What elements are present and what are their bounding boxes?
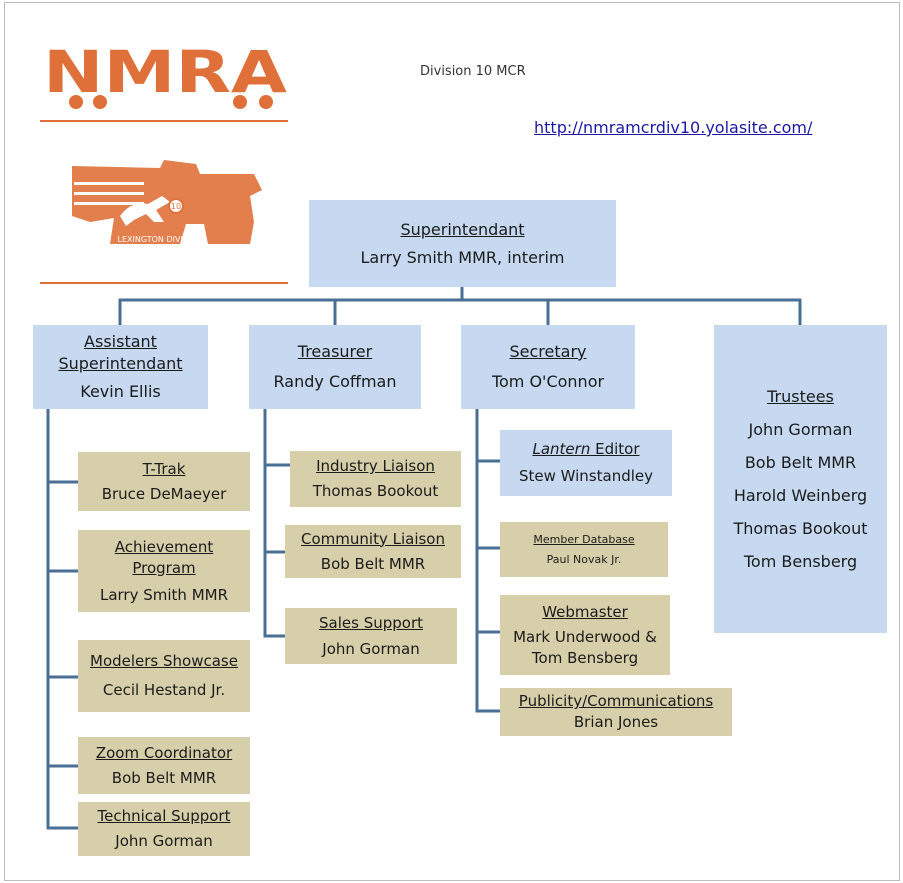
lantern-word: Lantern xyxy=(532,440,591,458)
role-title-line1: Achievement xyxy=(114,537,214,556)
role-name: Paul Novak Jr. xyxy=(546,552,622,566)
role-title: Technical Support xyxy=(97,807,231,825)
role-title: Industry Liaison xyxy=(316,457,435,475)
lexington-division-logo: 10 LEXINGTON DIVISION xyxy=(40,160,288,284)
role-title: Webmaster xyxy=(542,602,628,621)
trustee-member: Tom Bensberg xyxy=(743,552,858,571)
sales-support-box: Sales Support John Gorman xyxy=(285,608,457,664)
role-title: Zoom Coordinator xyxy=(95,743,233,762)
treasurer-box: Treasurer Randy Coffman xyxy=(249,325,421,409)
page-frame xyxy=(4,2,900,881)
role-name: Thomas Bookout xyxy=(312,482,439,500)
role-name: Stew Winstandley xyxy=(518,467,654,485)
trustees-title: Trustees xyxy=(767,387,834,406)
trustee-member: Bob Belt MMR xyxy=(744,453,857,472)
role-title: Lantern Editor xyxy=(532,439,639,460)
treasurer-title: Treasurer xyxy=(297,342,373,361)
role-name-line1: Mark Underwood & xyxy=(513,627,657,646)
role-name-line2: Tom Bensberg xyxy=(531,648,639,667)
industry-liaison-box: Industry Liaison Thomas Bookout xyxy=(290,451,461,507)
trustee-member: John Gorman xyxy=(748,420,853,439)
zoom-coordinator-box: Zoom Coordinator Bob Belt MMR xyxy=(78,737,250,794)
editor-word: Editor xyxy=(590,440,640,458)
trustees-box: Trustees John Gorman Bob Belt MMR Harold… xyxy=(714,325,887,633)
assistant-title-line1: Assistant xyxy=(84,332,157,351)
secretary-box: Secretary Tom O'Connor xyxy=(461,325,635,409)
logo-badge-number: 10 xyxy=(171,202,181,211)
role-name: John Gorman xyxy=(322,639,420,658)
trustee-member: Thomas Bookout xyxy=(733,519,868,538)
secretary-title: Secretary xyxy=(509,342,587,361)
role-title: Publicity/Communications xyxy=(518,692,714,710)
role-title-line2: Program xyxy=(132,558,196,577)
webmaster-box: Webmaster Mark Underwood & Tom Bensberg xyxy=(500,595,670,675)
role-title: Member Database xyxy=(533,532,635,546)
technical-support-box: Technical Support John Gorman xyxy=(78,802,250,856)
superintendant-box: Superintendant Larry Smith MMR, interim xyxy=(309,200,616,287)
trustee-member: Harold Weinberg xyxy=(733,486,868,505)
community-liaison-box: Community Liaison Bob Belt MMR xyxy=(285,525,461,578)
role-title: Sales Support xyxy=(319,613,423,632)
role-name: Brian Jones xyxy=(573,713,659,731)
achievement-program-box: Achievement Program Larry Smith MMR xyxy=(78,530,250,612)
website-link[interactable]: http://nmramcrdiv10.yolasite.com/ xyxy=(534,118,813,137)
publicity-communications-box: Publicity/Communications Brian Jones xyxy=(500,688,732,736)
assistant-superintendant-box: Assistant Superintendant Kevin Ellis xyxy=(33,325,208,409)
superintendant-name: Larry Smith MMR, interim xyxy=(360,247,565,267)
superintendant-title: Superintendant xyxy=(400,219,525,239)
role-title: Modelers Showcase xyxy=(90,652,238,670)
role-name: Bruce DeMaeyer xyxy=(101,484,227,503)
role-title: Community Liaison xyxy=(301,529,445,548)
nmra-logo: NMRA xyxy=(40,48,288,122)
role-name: Bob Belt MMR xyxy=(111,768,217,787)
modelers-showcase-box: Modelers Showcase Cecil Hestand Jr. xyxy=(78,640,250,712)
secretary-name: Tom O'Connor xyxy=(491,372,605,391)
assistant-name: Kevin Ellis xyxy=(80,382,161,401)
t-trak-box: T-Trak Bruce DeMaeyer xyxy=(78,452,250,511)
nmra-logo-text: NMRA xyxy=(43,48,287,106)
assistant-title-line2: Superintendant xyxy=(58,354,183,373)
division-label: Division 10 MCR xyxy=(420,64,526,79)
role-name: John Gorman xyxy=(115,832,213,850)
role-title: T-Trak xyxy=(142,459,186,478)
role-name: Bob Belt MMR xyxy=(320,554,426,573)
lexington-caption: LEXINGTON DIVISION xyxy=(117,235,202,244)
role-name: Cecil Hestand Jr. xyxy=(102,681,226,699)
lantern-editor-box: Lantern Editor Stew Winstandley xyxy=(500,430,672,496)
role-name: Larry Smith MMR xyxy=(99,585,229,604)
treasurer-name: Randy Coffman xyxy=(273,372,397,391)
member-database-box: Member Database Paul Novak Jr. xyxy=(500,522,668,577)
